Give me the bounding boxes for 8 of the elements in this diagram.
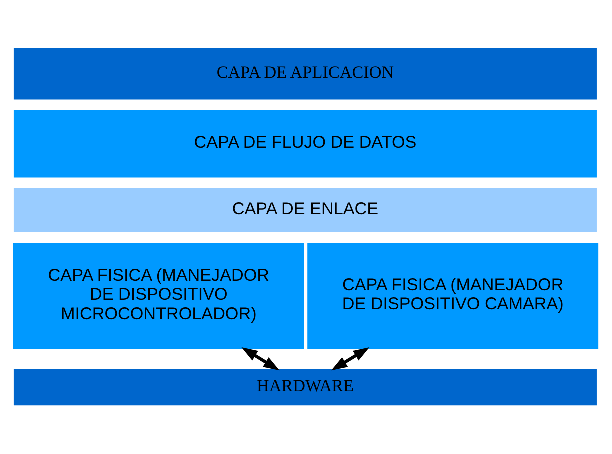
arrow: [242, 348, 280, 371]
node-box: CAPA FISICA (MANEJADOR DE DISPOSITIVO CAMARA): [305, 240, 601, 352]
node-box: CAPA DE ENLACE: [12, 186, 600, 234]
node-box: CAPA DE APLICACION: [12, 46, 600, 102]
arrow: [331, 348, 370, 371]
node-box: HARDWARE: [12, 367, 600, 408]
node-box: CAPA DE FLUJO DE DATOS: [12, 108, 600, 180]
node-box: CAPA FISICA (MANEJADOR DE DISPOSITIVO MICROCONTROLADOR): [11, 240, 307, 352]
